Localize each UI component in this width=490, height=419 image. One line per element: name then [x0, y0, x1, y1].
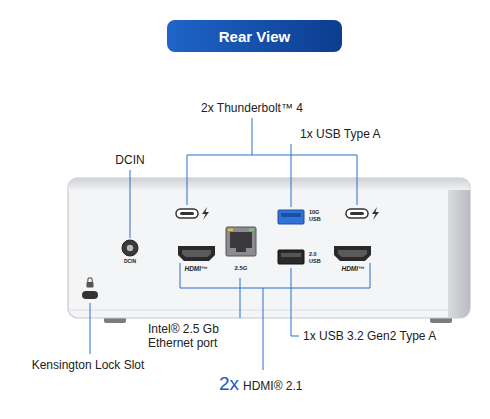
hdmi-port [338, 250, 367, 257]
ethernet-port [226, 227, 256, 256]
callout-label: 1x USB 3.2 Gen2 Type A [303, 329, 436, 343]
chassis-top [68, 178, 470, 190]
port-marking: 2.0 USB [309, 251, 323, 264]
usb-a-leader [291, 144, 292, 207]
hdmi-logo: HDMI™ [341, 265, 364, 273]
usb-a-port [278, 210, 304, 224]
dcin-leader [130, 170, 131, 238]
usb-a-port [281, 253, 301, 257]
device-chassis [68, 178, 470, 318]
ethernet-led [228, 229, 233, 232]
port-marking: DCIN [124, 258, 136, 264]
hdmi-logo: HDMI™ [184, 265, 207, 273]
usb-a-port [278, 250, 304, 264]
dc-jack [122, 240, 138, 256]
kensington-slot [82, 291, 98, 299]
thunderbolt-port [350, 212, 364, 215]
kensington-leader [90, 303, 91, 354]
hdmi-port [182, 250, 211, 257]
ethernet-leader [240, 278, 241, 318]
thunderbolt-port [176, 209, 198, 218]
chassis-side [448, 190, 470, 318]
thunderbolt-port [180, 212, 194, 215]
callout-label: DCIN [115, 153, 144, 167]
port-marking: 10G USB [309, 209, 323, 222]
hdmi-port [334, 246, 371, 261]
callout-label: 2x Thunderbolt™ 4 [201, 101, 303, 115]
callout-label: 1x USB Type A [300, 127, 381, 141]
lock-icon [87, 282, 94, 288]
thunderbolt-port [346, 209, 368, 218]
callout-label: Intel® 2.5 Gb Ethernet port [148, 322, 260, 351]
ethernet-led [249, 229, 254, 232]
lock-icon [88, 278, 92, 282]
callout-label: Kensington Lock Slot [32, 358, 145, 372]
ethernet-port [230, 232, 252, 252]
title-text: Rear View [219, 28, 290, 45]
lightning-icon [202, 207, 209, 220]
usb-a-port [281, 213, 301, 217]
callout-label: HDMI® 2.1 [243, 379, 303, 393]
usb-gen2-leader [291, 268, 299, 336]
port-marking: 2.5G [234, 265, 247, 272]
hdmi-bracket [180, 263, 370, 370]
dc-jack-pin [127, 245, 133, 251]
chassis-edge [68, 310, 448, 311]
lightning-icon [372, 207, 379, 220]
callout-count: 2x [219, 373, 239, 396]
title-pill: Rear View [167, 20, 342, 52]
hdmi-port [178, 246, 215, 261]
